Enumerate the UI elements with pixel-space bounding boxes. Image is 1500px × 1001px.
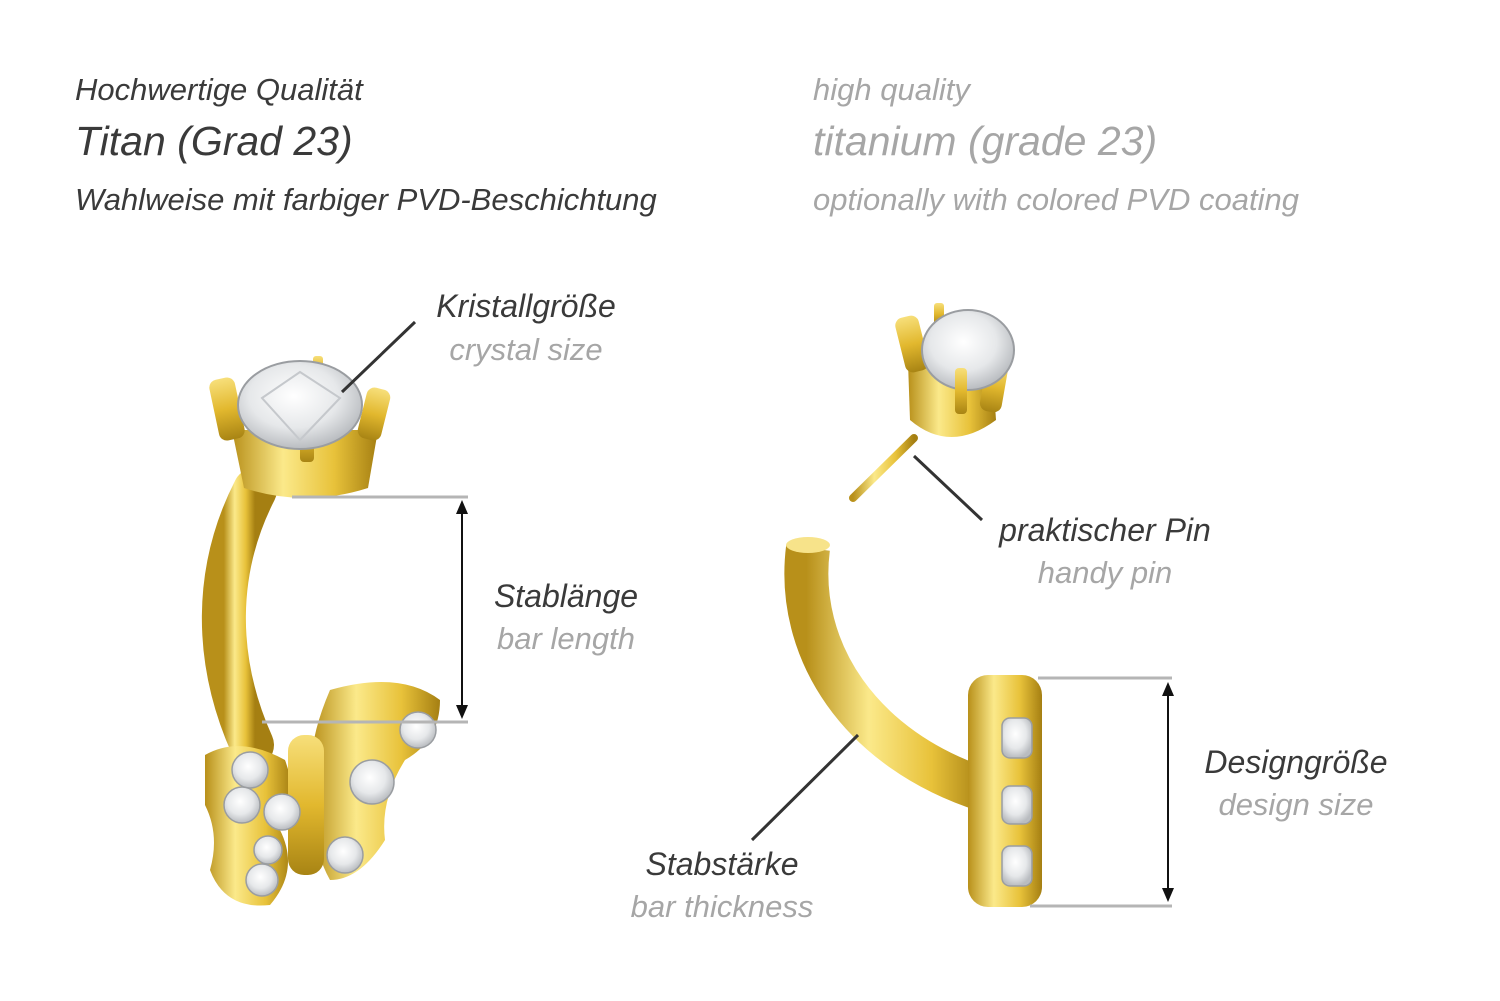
bar-length-arrow — [456, 500, 468, 719]
right-prong — [955, 368, 967, 414]
header-coating-en: optionally with colored PVD coating — [813, 182, 1299, 217]
left-curved-bar — [201, 468, 277, 767]
crystal-size-label-de: Kristallgröße — [436, 288, 616, 324]
header-material-de: Titan (Grad 23) — [75, 118, 353, 164]
bar-thickness-pointer — [750, 733, 860, 842]
right-top-with-pin — [849, 303, 1015, 502]
header-material-en: titanium (grade 23) — [813, 118, 1158, 164]
left-prong — [209, 377, 245, 441]
bar-length-label-en: bar length — [497, 621, 635, 656]
header-quality-de: Hochwertige Qualität — [75, 72, 363, 107]
right-crystal — [921, 309, 1015, 391]
bar-thickness-label-de: Stabstärke — [645, 846, 799, 882]
left-belly-ring — [201, 356, 440, 906]
pin-label-de: praktischer Pin — [999, 512, 1211, 548]
left-crystal-facet — [260, 370, 342, 442]
header-quality-en: high quality — [813, 72, 970, 107]
right-bar-end — [786, 537, 830, 553]
left-crystal — [237, 360, 363, 450]
crystal-size-label-en: crystal size — [449, 332, 603, 367]
design-size-arrow — [1162, 682, 1174, 902]
right-prong — [895, 315, 929, 373]
right-curved-bar-with-design — [784, 537, 1042, 907]
bar-thickness-label-en: bar thickness — [630, 889, 814, 924]
threadless-pin — [849, 434, 918, 502]
design-size-label-de: Designgröße — [1204, 744, 1388, 780]
bar-length-label-de: Stablänge — [493, 578, 639, 614]
left-crystal-collar — [232, 430, 378, 498]
design-size-label-en: design size — [1218, 787, 1374, 822]
right-curved-bar — [784, 545, 992, 811]
crystal-size-pointer — [340, 320, 417, 394]
left-prong — [357, 387, 391, 441]
pin-pointer — [912, 454, 984, 522]
pin-label-en: handy pin — [1037, 555, 1173, 590]
butterfly-design — [205, 682, 440, 906]
header-coating-de: Wahlweise mit farbiger PVD-Beschichtung — [75, 182, 657, 217]
